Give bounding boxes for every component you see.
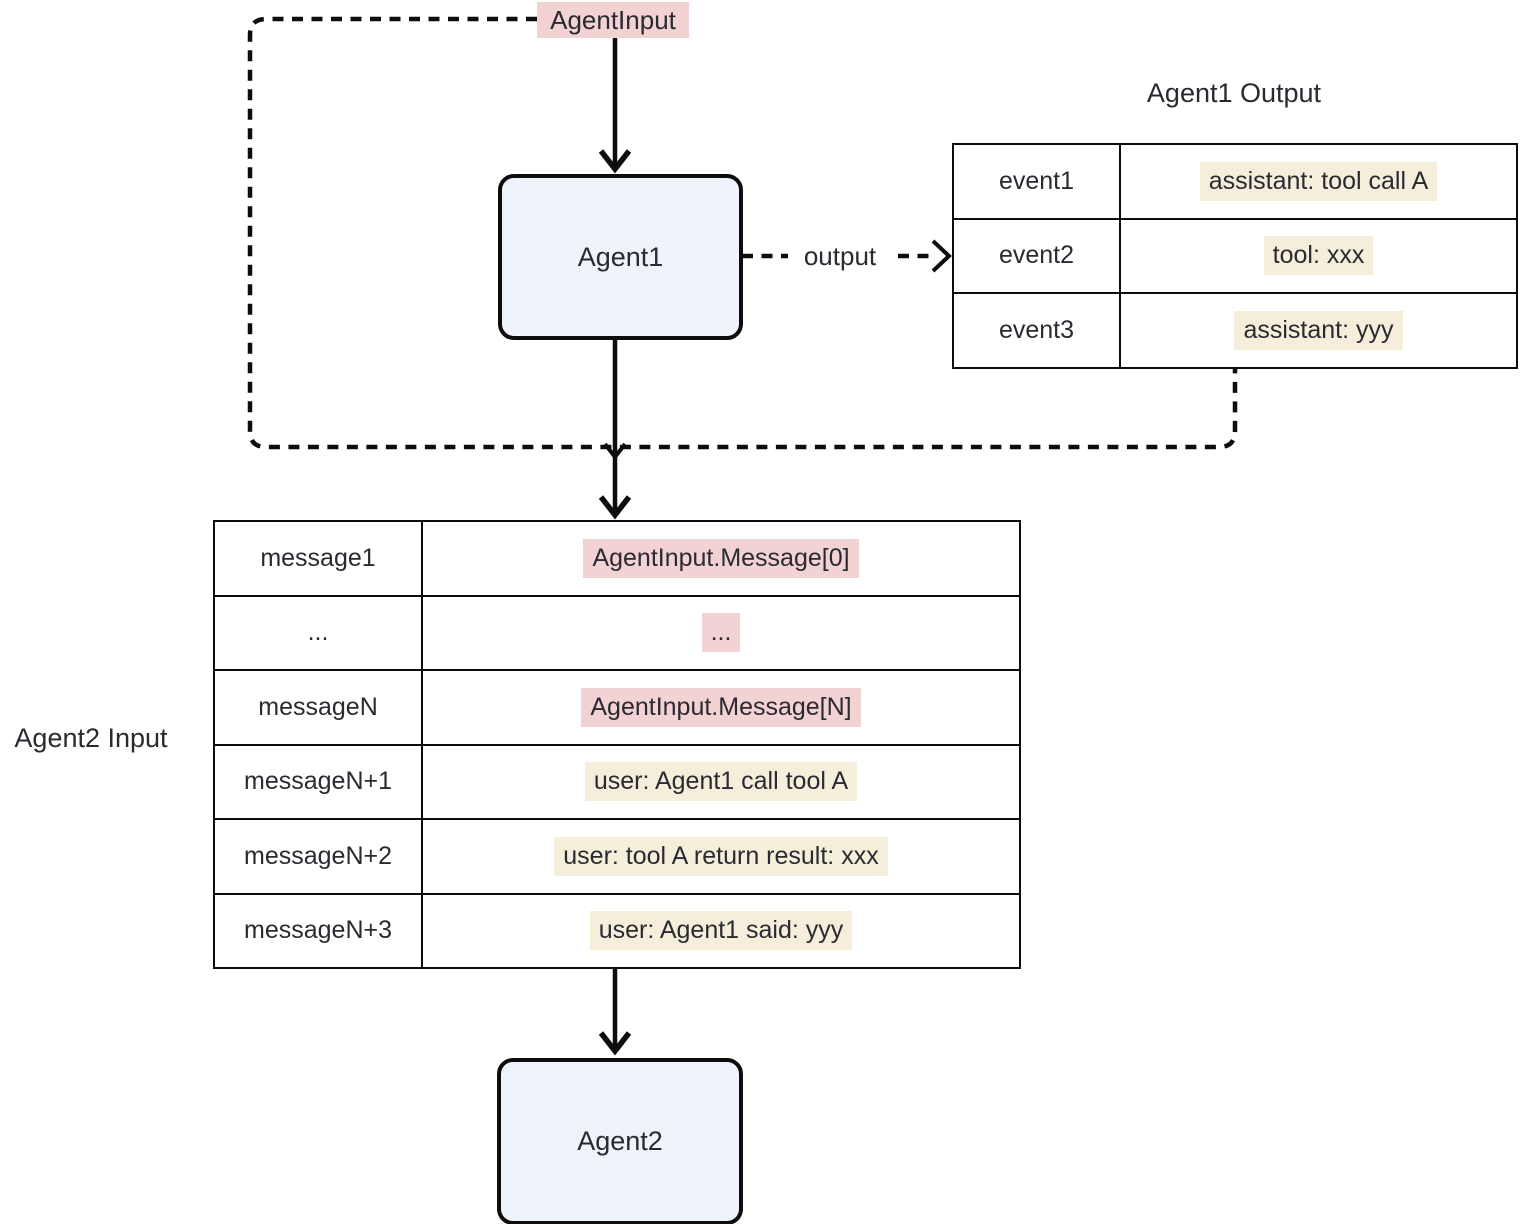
arrow-agent1-to-agent2input-head-icon [598, 495, 632, 520]
row-value: AgentInput.Message[0] [423, 522, 1019, 595]
agent1-node-label: Agent1 [577, 241, 664, 272]
feedback-loop-dashed-path [247, 16, 1238, 450]
row-value: user: tool A return result: xxx [423, 820, 1019, 893]
agent1-node: Agent1 [498, 174, 743, 340]
row-key: event2 [954, 219, 1121, 292]
arrow-agent2input-to-agent2-head-icon [598, 1031, 632, 1056]
table-row: messageN AgentInput.Message[N] [215, 669, 1019, 744]
agent1-output-title: Agent1 Output [1146, 78, 1322, 108]
table-row: event1 assistant: tool call A [954, 145, 1516, 218]
row-value: tool: xxx [1121, 220, 1516, 293]
row-key: event1 [954, 145, 1121, 218]
table-row: messageN+3 user: Agent1 said: yyy [215, 892, 1019, 968]
row-value-highlight: AgentInput.Message[0] [583, 538, 859, 578]
row-key: event3 [954, 294, 1121, 367]
output-edge-label: output [788, 238, 892, 274]
arrow-agentinput-to-agent1-head-icon [598, 149, 632, 174]
row-value: user: Agent1 call tool A [423, 746, 1019, 819]
table-row: messageN+2 user: tool A return result: x… [215, 818, 1019, 893]
agent2-input-title: Agent2 Input [14, 723, 168, 753]
row-value: assistant: tool call A [1121, 145, 1516, 218]
table-row: event2 tool: xxx [954, 217, 1516, 293]
row-key: messageN+3 [215, 894, 423, 967]
table-row: message1 AgentInput.Message[0] [215, 522, 1019, 595]
row-key: message1 [215, 522, 423, 595]
table-row: event3 assistant: yyy [954, 292, 1516, 367]
row-value-highlight: assistant: yyy [1234, 310, 1403, 350]
arrow-agent1-output-head-icon [931, 239, 952, 273]
row-value-highlight: AgentInput.Message[N] [581, 687, 861, 727]
row-value: AgentInput.Message[N] [423, 671, 1019, 744]
row-value: ... [423, 597, 1019, 670]
table-row: ... ... [215, 594, 1019, 670]
agentinput-label: AgentInput [537, 2, 689, 38]
row-key: messageN [215, 671, 423, 744]
agent1-output-table: event1 assistant: tool call A event2 too… [952, 143, 1518, 369]
row-value-highlight: user: Agent1 said: yyy [589, 911, 853, 951]
row-key: ... [215, 596, 423, 669]
row-value-highlight: tool: xxx [1263, 236, 1374, 276]
row-value-highlight: ... [701, 613, 741, 653]
agent2-node: Agent2 [497, 1058, 743, 1224]
agent2-node-label: Agent2 [577, 1126, 663, 1156]
row-value: assistant: yyy [1121, 294, 1516, 367]
row-value-highlight: assistant: tool call A [1199, 161, 1438, 201]
row-key: messageN+1 [215, 745, 423, 818]
row-value-highlight: user: tool A return result: xxx [554, 836, 888, 876]
table-row: messageN+1 user: Agent1 call tool A [215, 743, 1019, 819]
row-value: user: Agent1 said: yyy [423, 895, 1019, 968]
agent2-input-table: message1 AgentInput.Message[0] ... ... m… [213, 520, 1021, 969]
row-key: messageN+2 [215, 820, 423, 893]
row-value-highlight: user: Agent1 call tool A [584, 762, 858, 802]
